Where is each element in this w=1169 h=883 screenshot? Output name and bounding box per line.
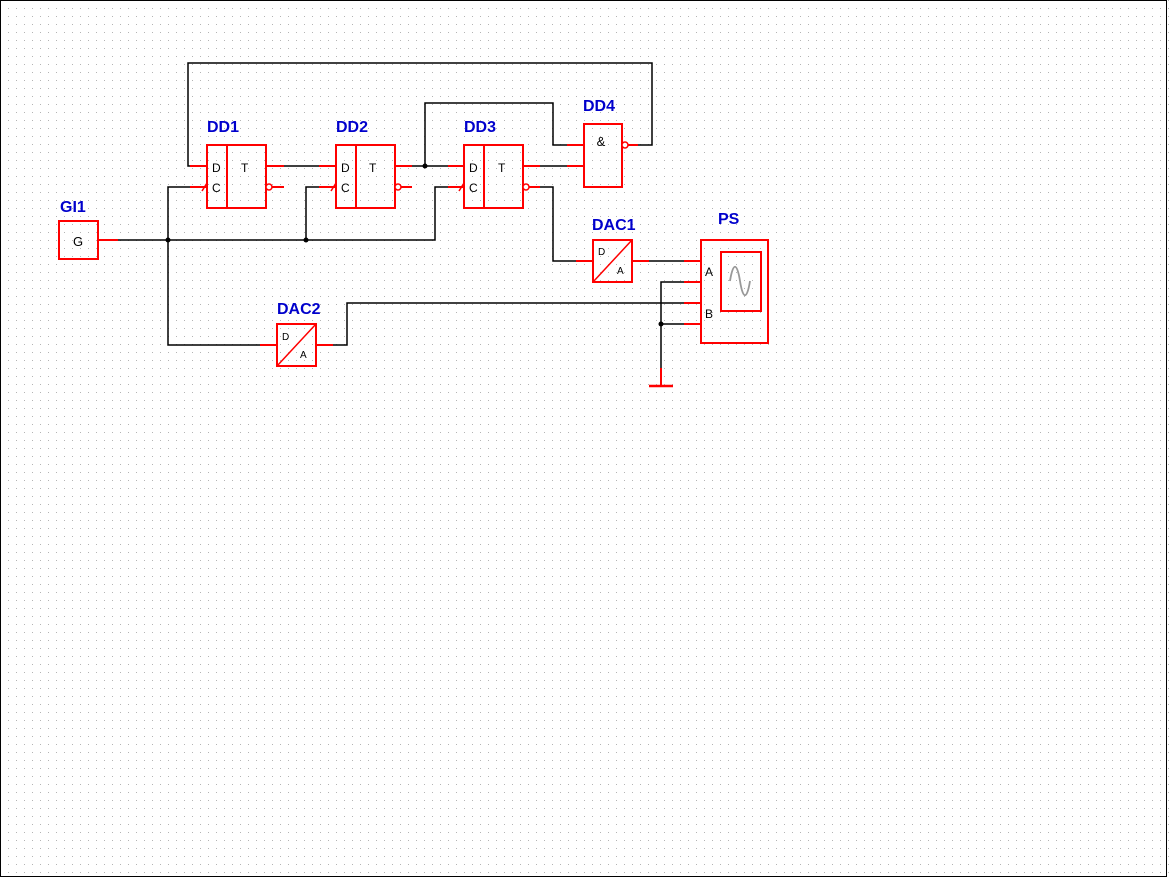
dac2-pin-a: A — [300, 350, 307, 361]
nand-gate-dd4[interactable]: DD4 & — [567, 98, 638, 188]
dac1-pin-d: D — [598, 247, 605, 258]
wire-clock-dd1 — [167, 186, 190, 240]
dd4-inverted-output-icon — [621, 141, 629, 149]
dd3-pin-d: D — [469, 161, 478, 175]
flipflop-dd2[interactable]: DD2 D C T — [319, 119, 412, 209]
dd2-func: T — [369, 161, 377, 175]
dac2-pin-d: D — [282, 332, 289, 343]
ps-ref-label: PS — [718, 211, 740, 228]
ps-screen — [720, 251, 762, 312]
flipflop-dd3[interactable]: DD3 D C T — [448, 119, 540, 209]
wire-ps-ground-returns — [660, 281, 684, 325]
dd3-inverted-output-icon — [522, 183, 530, 191]
junction-dot — [422, 163, 428, 169]
wire-clock-bus — [118, 186, 448, 241]
wire-clock-dac2 — [167, 240, 260, 346]
dac2-ref-label: DAC2 — [277, 301, 321, 318]
dd1-pin-c: C — [212, 181, 221, 195]
wire-dd3-dac1 — [540, 186, 576, 262]
oscilloscope-ps[interactable]: PS A B — [684, 211, 769, 344]
dd3-pin-c: C — [469, 181, 478, 195]
dd4-func: & — [597, 134, 606, 149]
dac1-pin-a: A — [617, 266, 624, 277]
gen-ref-label: GI1 — [60, 199, 86, 216]
dd1-ref-label: DD1 — [207, 119, 239, 136]
dd1-inverted-output-icon — [265, 183, 273, 191]
dd2-ref-label: DD2 — [336, 119, 368, 136]
dd2-pin-c: C — [341, 181, 350, 195]
junction-dot — [658, 321, 664, 327]
dd2-clock-edge-icon — [330, 182, 337, 192]
sine-wave-icon — [729, 265, 751, 297]
dd1-clock-edge-icon — [201, 182, 208, 192]
dd3-clock-edge-icon — [458, 182, 465, 192]
wire-dd2-dd4 — [424, 102, 567, 166]
flipflop-dd1[interactable]: DD1 D C T — [190, 119, 284, 209]
wire-dac2-ps — [333, 302, 684, 346]
dd1-func: T — [241, 161, 249, 175]
generator-gi1[interactable]: GI1 G — [58, 199, 118, 260]
wire-clock-dd2 — [305, 186, 319, 240]
dd1-pin-d: D — [212, 161, 221, 175]
ps-pin-a: A — [705, 265, 713, 279]
ground-symbol[interactable] — [649, 368, 673, 388]
dd3-func: T — [498, 161, 506, 175]
dac-dac1[interactable]: DAC1 D A — [576, 217, 649, 283]
dac1-ref-label: DAC1 — [592, 217, 636, 234]
dac-dac2[interactable]: DAC2 D A — [260, 301, 333, 367]
ps-pin-b: B — [705, 307, 713, 321]
wires — [118, 62, 684, 386]
dd4-ref-label: DD4 — [583, 98, 615, 115]
wire-feedback — [187, 62, 653, 167]
junction-dot — [165, 237, 171, 243]
dd2-pin-d: D — [341, 161, 350, 175]
gen-symbol: G — [73, 234, 83, 249]
junction-dot — [303, 237, 309, 243]
dd3-ref-label: DD3 — [464, 119, 496, 136]
dd2-inverted-output-icon — [394, 183, 402, 191]
